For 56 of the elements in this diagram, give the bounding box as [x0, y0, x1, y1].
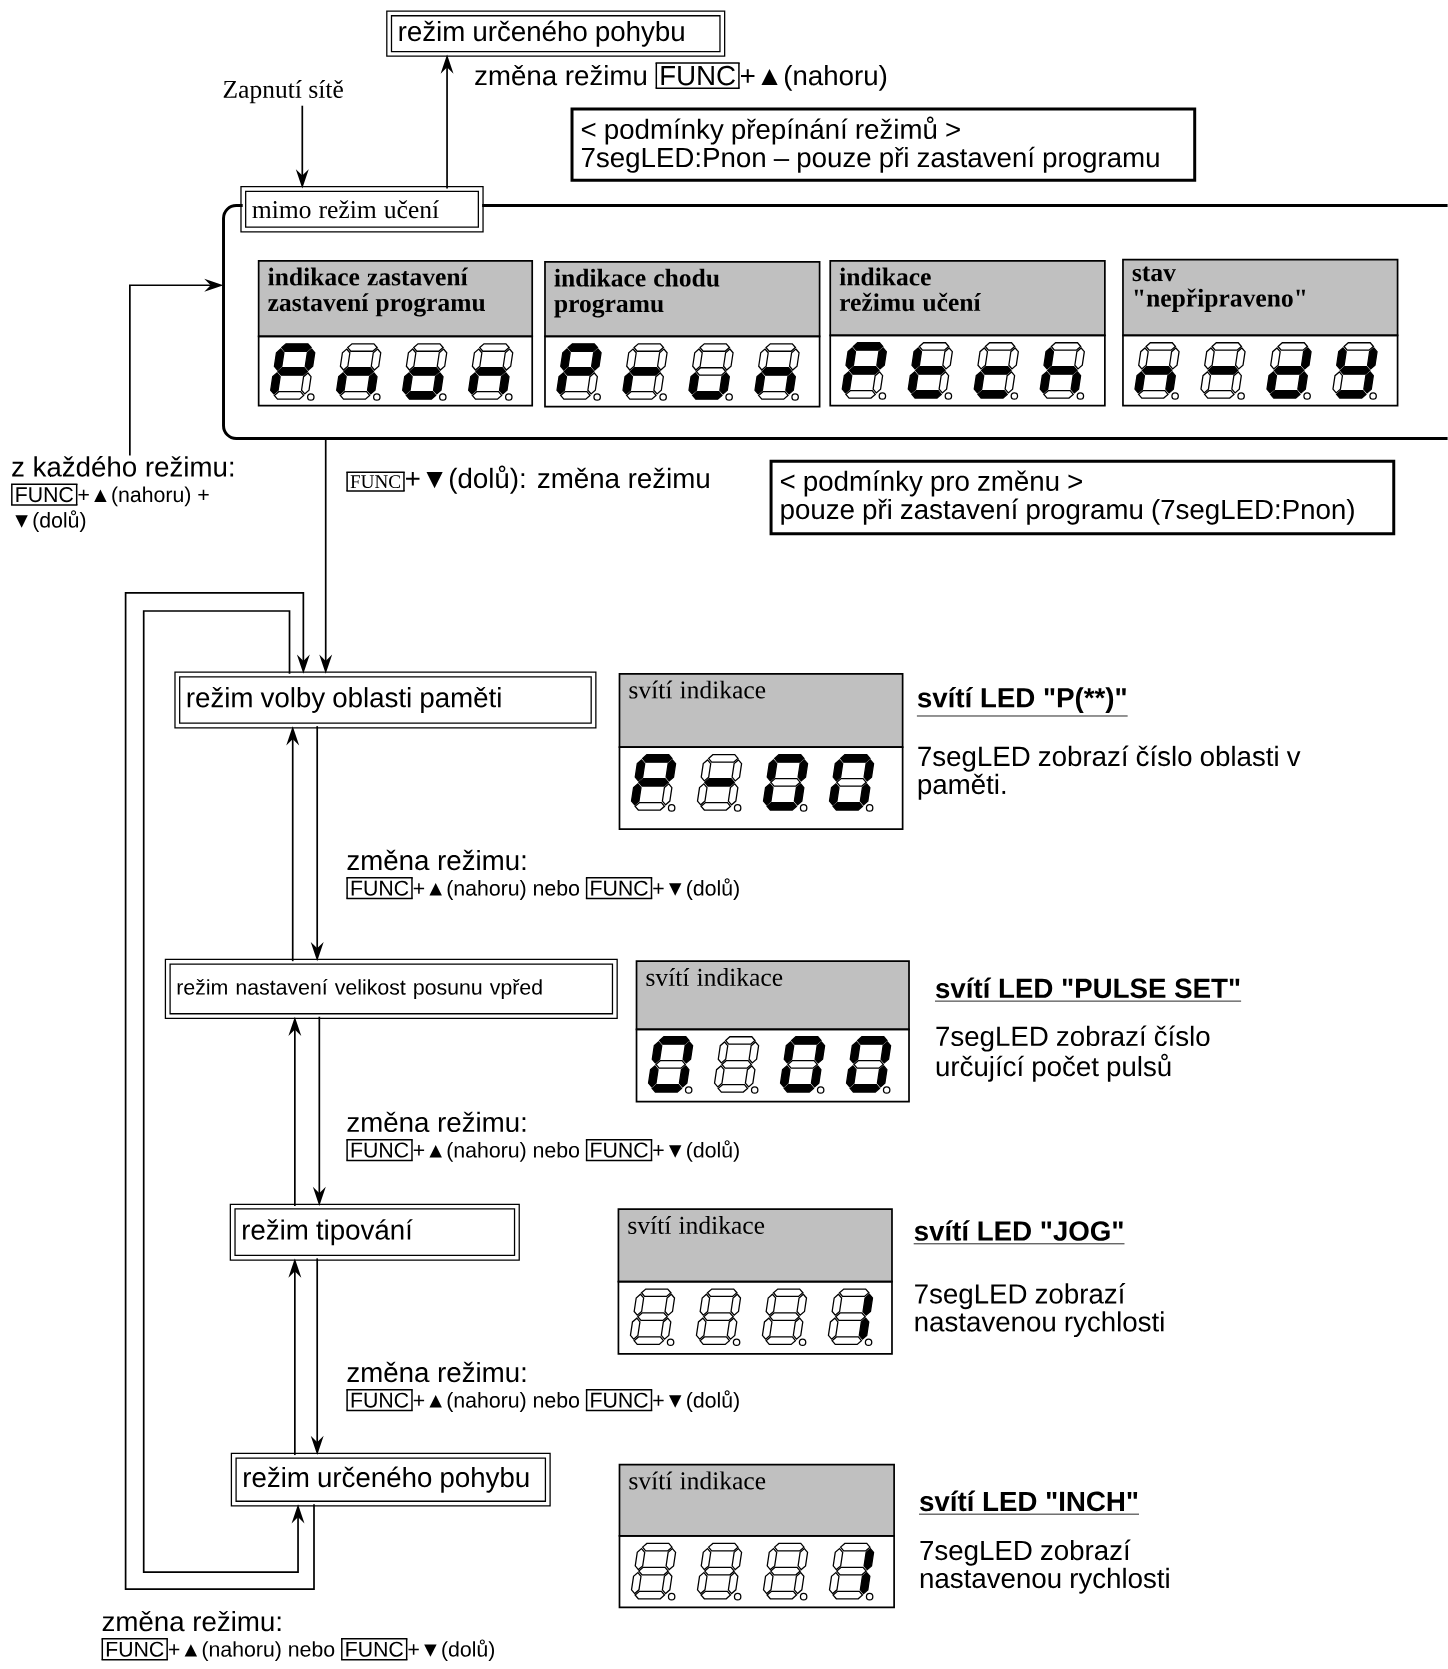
indicator-title: svítí LED "PULSE SET": [934, 977, 1242, 1002]
description-text: 7segLED zobrazí nastavenou rychlosti: [915, 1283, 1164, 1338]
instruction-text: změna režimu: FUNC +▲(nahoru) nebo FUNC +▼(dolů): [345, 1111, 740, 1162]
indicator-card: indikace zastavení zastavení programu: [258, 259, 534, 407]
indicator-title: svítí LED "JOG": [913, 1220, 1126, 1245]
indicator-card: svítí indikace: [618, 672, 904, 831]
indicator-card: indikace režimu učení: [829, 259, 1106, 407]
label: +▼(dolů): [653, 878, 740, 900]
condition-box: < podmínky přepínání režimů > 7segLED:Pnon – pouze při zastavení programu: [570, 107, 1197, 182]
label: FUNC: [351, 1142, 409, 1158]
indicator-card: svítí indikace: [635, 960, 911, 1103]
mode-box: režim tipování: [229, 1203, 521, 1261]
node-label: svítí indikace: [629, 1471, 766, 1490]
label: +▲(nahoru) nebo: [169, 1641, 335, 1661]
label: změna režimu:: [347, 1361, 526, 1383]
description-text: 7segLED zobrazí číslo určující počet pulsů: [936, 1025, 1210, 1082]
mode-box: režim určeného pohybu: [230, 1452, 551, 1507]
instruction-text: změna režimu FUNC +▲(nahoru): [475, 62, 887, 91]
label: FUNC: [591, 880, 648, 896]
indicator-card: svítí indikace: [617, 1208, 894, 1355]
label: FUNC: [351, 1392, 409, 1408]
description-text: 7segLED zobrazí číslo oblasti v paměti.: [918, 745, 1301, 800]
indicator-card: stav "nepřipraveno": [1122, 258, 1399, 407]
mode-box: režim nastavení velikost posunu vpřed: [165, 958, 618, 1020]
node-label: svítí indikace: [646, 967, 783, 986]
label: změna režimu:: [102, 1610, 281, 1632]
label: +▼(dolů): [653, 1140, 740, 1162]
instruction-text: z každého režimu: FUNC +▲(nahoru) + ▼(dolů): [10, 456, 234, 532]
arrow: [124, 592, 316, 1591]
label: +▼(dolů): [408, 1639, 495, 1661]
indicator-card: svítí indikace: [618, 1463, 896, 1609]
label: změna režimu:: [347, 849, 526, 871]
indicator-card: indikace chodu programu: [544, 261, 821, 408]
caption-text: Zapnutí sítě: [223, 79, 344, 104]
description-text: 7segLED zobrazí nastavenou rychlosti: [920, 1539, 1169, 1594]
label: FUNC: [346, 1641, 404, 1657]
condition-box: < podmínky pro změnu > pouze při zastavení programu (7segLED:Pnon): [769, 459, 1396, 536]
instruction-text: FUNC +▼(dolů): změna režimu: [345, 465, 710, 494]
mode-box: režim určeného pohybu: [386, 10, 726, 57]
label: FUNC: [351, 880, 409, 896]
label: +▲(nahoru) nebo: [413, 1392, 580, 1412]
mode-box: mimo režim učení: [240, 186, 484, 233]
label: FUNC: [107, 1641, 164, 1657]
label: +▲(nahoru) nebo: [413, 880, 580, 900]
label: +▼(dolů): [653, 1390, 740, 1412]
instruction-text: změna režimu: FUNC +▲(nahoru) nebo FUNC +▼(dolů): [345, 1361, 740, 1412]
label: +▲(nahoru) nebo: [413, 1141, 580, 1162]
instruction-text: změna režimu: FUNC +▲(nahoru) nebo FUNC +▼(dolů): [345, 849, 740, 900]
indicator-title: svítí LED "INCH": [918, 1490, 1140, 1515]
label: FUNC: [591, 1142, 648, 1158]
instruction-text: změna režimu: FUNC +▲(nahoru) nebo FUNC +▼(dolů): [101, 1610, 495, 1661]
label: změna režimu:: [347, 1111, 526, 1133]
label: FUNC: [591, 1392, 648, 1408]
mode-box: režim volby oblasti paměti: [174, 671, 597, 729]
indicator-title: svítí LED "P(**)": [916, 687, 1129, 717]
node-label: svítí indikace: [629, 680, 766, 699]
